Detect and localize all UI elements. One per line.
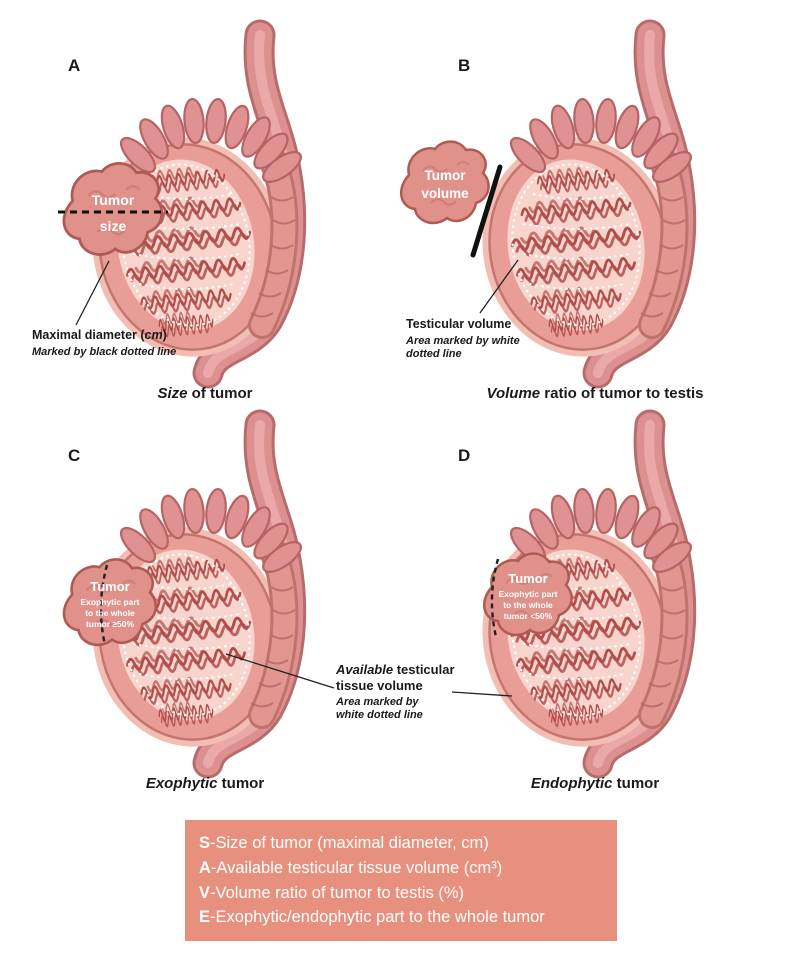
panel-a: A Tumor size Maximal diameter (cm) Marke… [10,40,400,440]
title-italic: Endophytic [530,775,613,792]
panel-title: Size of tumor [10,385,400,402]
tumor-boundary-dashed-line [99,564,109,646]
tumor-label: Tumor [92,192,135,208]
legend-letter: A [199,858,211,877]
legend-item: S-Size of tumor (maximal diameter, cm) [199,831,603,856]
annotation-italic: Available [336,662,394,677]
annotation-subtext: Area marked by white dotted line [336,696,423,722]
legend-text: -Exophytic/endophytic part to the whole … [210,908,545,927]
testis-illustration: Tumor Exophytic part to the whole tumor … [10,465,380,775]
title-italic: Size [157,385,188,402]
panel-letter: C [68,446,81,465]
caption-subtext: Marked by black dotted line [32,345,177,358]
testis-illustration: Tumor size [58,75,380,385]
tumor-sublabel: Exophytic part [80,597,139,607]
panel-letter: B [458,56,471,75]
panel-caption: Testicular volume Area marked by white d… [406,317,526,362]
panel-title: Exophytic tumor [10,775,400,792]
panel-d: D Tumor Exophytic part to the whole tumo… [400,430,790,830]
panel-letter: D [458,446,471,465]
tumor-sublabel: tumor <50% [504,611,553,621]
tumor-label: size [100,218,127,234]
title-rest: ratio of tumor to testis [540,385,704,402]
testis-illustration: Tumor volume [399,75,770,385]
caption-text: Testicular volume [406,317,512,331]
tumor-sublabel: to the whole [503,600,553,610]
caption-text: ) [162,328,167,342]
pointer-line [479,259,519,314]
pointer-line [75,260,110,326]
annotation-rest: testicular tissue volume [336,662,455,693]
legend-item: V-Volume ratio of tumor to testis (%) [199,881,603,906]
panel-title: Volume ratio of tumor to testis [400,385,790,402]
legend-text: -Size of tumor (maximal diameter, cm) [210,834,489,852]
panel-letter: A [68,56,81,75]
tumor-sublabel: to the whole [85,608,135,618]
title-rest: tumor [612,775,660,792]
panel-caption: Maximal diameter (cm) Marked by black do… [32,328,217,359]
tumor-sublabel: Exophytic part [498,589,557,599]
title-italic: Exophytic [145,775,218,792]
title-italic: Volume [486,385,541,402]
tumor-boundary-dashed-line [490,558,500,638]
title-rest: tumor [217,775,265,792]
legend-text: -Volume ratio of tumor to testis (%) [210,883,465,902]
panel-b: B Tumor volume Testicular volume Area ma… [399,40,790,440]
tumor-label: Tumor [425,168,467,183]
tumor-label: volume [421,186,469,201]
ratio-slash [470,164,503,258]
testis-illustration: Tumor Exophytic part to the whole tumor … [400,465,770,775]
tumor-label: Tumor [90,579,129,594]
caption-subtext: Area marked by white dotted line [406,334,520,361]
caption-text: cm [144,328,163,342]
legend-text: -Available testicular tissue volume (cm³… [210,858,503,877]
title-rest: of tumor [187,385,253,402]
legend-letter: E [199,908,211,927]
center-annotation: Available testicular tissue volume Area … [336,662,458,723]
legend-item: E-Exophytic/endophytic part to the whole… [199,905,603,930]
legend-item: A-Available testicular tissue volume (cm… [199,856,603,881]
panel-c: C Tumor Exophytic part to the whole tumo… [10,430,400,830]
annotation-text: Available testicular tissue volume [336,662,458,693]
tumor-sublabel: tumor ≥50% [86,619,135,629]
legend-letter: S [199,834,211,852]
legend-letter: V [199,883,211,902]
tumor-label: Tumor [508,571,547,586]
caption-text: Maximal diameter ( [32,328,145,342]
panel-title: Endophytic tumor [400,775,790,792]
legend-box: S-Size of tumor (maximal diameter, cm) A… [185,820,617,941]
